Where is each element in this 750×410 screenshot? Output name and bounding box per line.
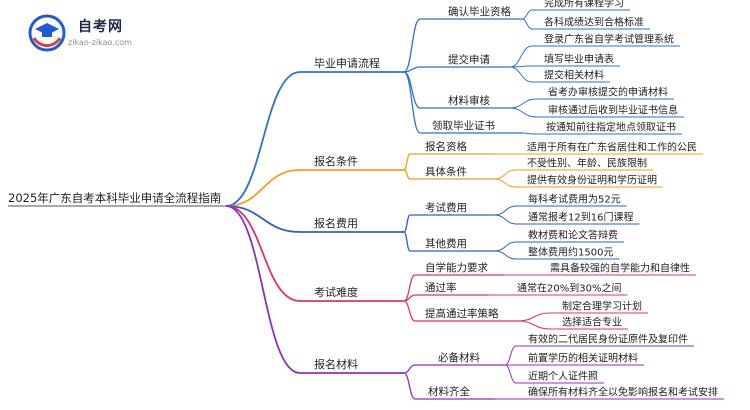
leaf-node[interactable]: 通常报考12到16门课程	[528, 211, 633, 224]
branch-node[interactable]: 考试难度	[314, 285, 358, 299]
root-branch-link	[225, 205, 301, 233]
child-leaf-link	[509, 45, 533, 68]
leaf-node[interactable]: 制定合理学习计划	[562, 300, 642, 313]
branch-child-link	[403, 372, 416, 400]
branch-child-link	[403, 294, 416, 302]
child-node[interactable]: 其他费用	[425, 237, 467, 250]
leaf-node[interactable]: 需具备较强的自学能力和自律性	[550, 262, 690, 275]
leaf-node[interactable]: 各科成绩达到合格标准	[544, 16, 644, 29]
logo-title: 自考网	[78, 19, 123, 35]
leaf-node[interactable]: 提供有效身份证明和学历证明	[527, 174, 657, 187]
branch-child-link	[403, 18, 421, 73]
leaf-node[interactable]: 近期个人证件照	[528, 370, 598, 383]
child-node[interactable]: 确认毕业资格	[448, 5, 511, 18]
leaf-node[interactable]: 按通知前往指定地点领取证书	[546, 121, 676, 134]
leaf-node[interactable]: 有效的二代居民身份证原件及复印件	[528, 333, 688, 346]
child-leaf-link	[509, 98, 537, 109]
logo-url: zikao-zikao.com	[68, 38, 132, 47]
branch-child-link	[403, 153, 411, 171]
branch-node[interactable]: 毕业申请流程	[314, 56, 380, 70]
branch-child-link	[403, 214, 411, 233]
root-branch-link	[225, 169, 301, 207]
branch-node[interactable]: 报名费用	[314, 216, 358, 230]
branch-child-link	[403, 71, 421, 134]
child-node[interactable]: 自学能力要求	[425, 261, 488, 274]
child-leaf-link	[504, 364, 517, 384]
branch-node[interactable]: 报名材料	[314, 357, 358, 371]
root-branch-link	[225, 205, 301, 374]
leaf-node[interactable]: 登录广东省自学考试管理系统	[544, 33, 674, 46]
leaf-node[interactable]: 每科考试费用为52元	[528, 193, 621, 206]
child-node[interactable]: 领取毕业证书	[432, 119, 495, 132]
child-leaf-link	[494, 169, 516, 180]
site-logo[interactable]: 自考网 zikao-zikao.com	[28, 14, 188, 54]
leaf-node[interactable]: 省考办审核提交的申请材料	[548, 86, 668, 99]
root-node[interactable]: 2025年广东自考本科毕业申请全流程指南	[8, 191, 221, 205]
leaf-node[interactable]: 不受性别、年龄、民族限制	[527, 157, 647, 170]
child-leaf-link	[521, 18, 533, 30]
root-branch-link	[225, 71, 301, 207]
child-node[interactable]: 具体条件	[425, 165, 467, 178]
child-node[interactable]: 材料审核	[448, 94, 490, 107]
branch-child-link	[403, 300, 416, 322]
mind-map-nodes: 2025年广东自考本科毕业申请全流程指南 毕业申请流程 确认毕业资格 完成所有课程学习…	[8, 0, 718, 399]
child-leaf-link	[517, 312, 551, 322]
child-leaf-link	[517, 320, 551, 330]
child-node[interactable]: 提交申请	[448, 53, 490, 66]
child-leaf-link	[509, 66, 533, 83]
leaf-node[interactable]: 通常在20%到30%之间	[517, 282, 621, 295]
leaf-node[interactable]: 审核通过后收到毕业证书信息	[548, 104, 678, 117]
mind-map-links	[8, 9, 724, 400]
child-node[interactable]: 提高通过率策略	[425, 307, 499, 320]
branch-node[interactable]: 报名条件	[314, 154, 358, 168]
leaf-node[interactable]: 教材费和论文答辩费	[528, 229, 618, 242]
child-leaf-link	[509, 107, 537, 118]
child-node[interactable]: 报名资格	[425, 140, 467, 153]
leaf-node[interactable]: 前置学历的相关证明材料	[528, 352, 638, 365]
leaf-node[interactable]: 整体费用约1500元	[528, 246, 613, 259]
child-leaf-link	[504, 345, 517, 366]
child-node[interactable]: 考试费用	[425, 201, 467, 214]
child-node[interactable]: 必备材料	[438, 351, 480, 364]
child-leaf-link	[521, 132, 535, 135]
branch-child-link	[403, 364, 416, 374]
leaf-node[interactable]: 适用于所有在广东省居住和工作的公民	[527, 141, 697, 154]
branch-child-link	[403, 169, 411, 180]
leaf-node[interactable]: 完成所有课程学习	[544, 0, 624, 10]
leaf-node[interactable]: 填写毕业申请表	[544, 53, 614, 66]
child-leaf-link	[494, 178, 516, 188]
root-branch-link	[225, 205, 301, 302]
child-node[interactable]: 通过率	[425, 281, 457, 294]
child-leaf-link	[494, 241, 517, 252]
leaf-node[interactable]: 提交相关材料	[544, 69, 604, 82]
child-leaf-link	[494, 250, 517, 260]
leaf-node[interactable]: 选择适合专业	[562, 316, 622, 329]
child-leaf-link	[494, 205, 517, 216]
branch-child-link	[403, 66, 421, 73]
child-leaf-link	[521, 9, 533, 20]
child-leaf-link	[494, 214, 517, 225]
child-node[interactable]: 材料齐全	[428, 385, 470, 398]
branch-child-link	[403, 231, 411, 252]
graduation-cap-logo-icon	[28, 14, 66, 52]
leaf-node[interactable]: 确保所有材料齐全以免影响报名和考试安排	[528, 386, 718, 399]
